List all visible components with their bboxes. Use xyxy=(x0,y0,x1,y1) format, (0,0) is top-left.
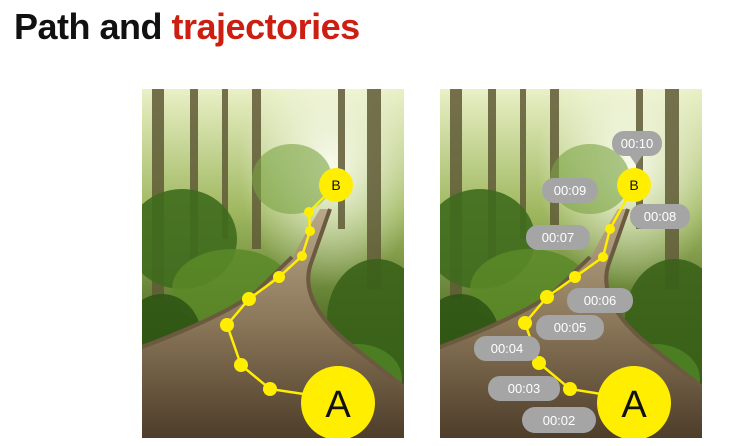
title-accent-text: trajectories xyxy=(171,6,361,47)
slide-title: Path and trajectories xyxy=(14,6,360,48)
end-marker: B xyxy=(617,168,651,202)
timestamp-label-09: 00:09 xyxy=(542,178,598,203)
timestamp-text: 00:07 xyxy=(542,230,575,245)
timestamp-text: 00:08 xyxy=(644,209,677,224)
timestamp-label-07: 00:07 xyxy=(526,225,590,250)
timestamp-label-08: 00:08 xyxy=(630,204,690,229)
timestamp-text: 00:04 xyxy=(491,341,524,356)
timestamp-label-05: 00:05 xyxy=(536,315,604,340)
end-marker-label: B xyxy=(629,177,638,193)
timestamp-text: 00:05 xyxy=(554,320,587,335)
start-marker: A xyxy=(597,366,671,438)
path-image: B A xyxy=(142,89,404,438)
end-marker-label: B xyxy=(331,177,340,193)
timestamp-label-04: 00:04 xyxy=(474,336,540,361)
start-marker-label: A xyxy=(325,384,351,426)
timestamp-text: 00:06 xyxy=(584,293,617,308)
start-marker-label: A xyxy=(621,384,647,426)
boardwalk-rail-right xyxy=(306,208,404,389)
trajectory-image: 00:10 00:09 00:08 00:07 00:06 00:05 xyxy=(440,89,702,438)
timestamp-text: 00:02 xyxy=(543,413,576,428)
path-panel: B A xyxy=(142,89,404,438)
path-line xyxy=(225,184,338,401)
timestamp-label-03: 00:03 xyxy=(488,376,560,401)
title-text: Path and xyxy=(14,6,163,47)
trajectory-panel: 00:10 00:09 00:08 00:07 00:06 00:05 xyxy=(440,89,702,438)
trajectory-points xyxy=(518,224,615,396)
timestamp-text: 00:10 xyxy=(621,136,654,151)
start-marker: A xyxy=(301,366,375,438)
path-points xyxy=(220,207,315,396)
timestamp-label-06: 00:06 xyxy=(567,288,633,313)
timestamp-text: 00:03 xyxy=(508,381,541,396)
timestamp-label-10: 00:10 xyxy=(612,131,662,165)
timestamp-label-02: 00:02 xyxy=(522,407,596,433)
timestamp-text: 00:09 xyxy=(554,183,587,198)
end-marker: B xyxy=(319,168,353,202)
